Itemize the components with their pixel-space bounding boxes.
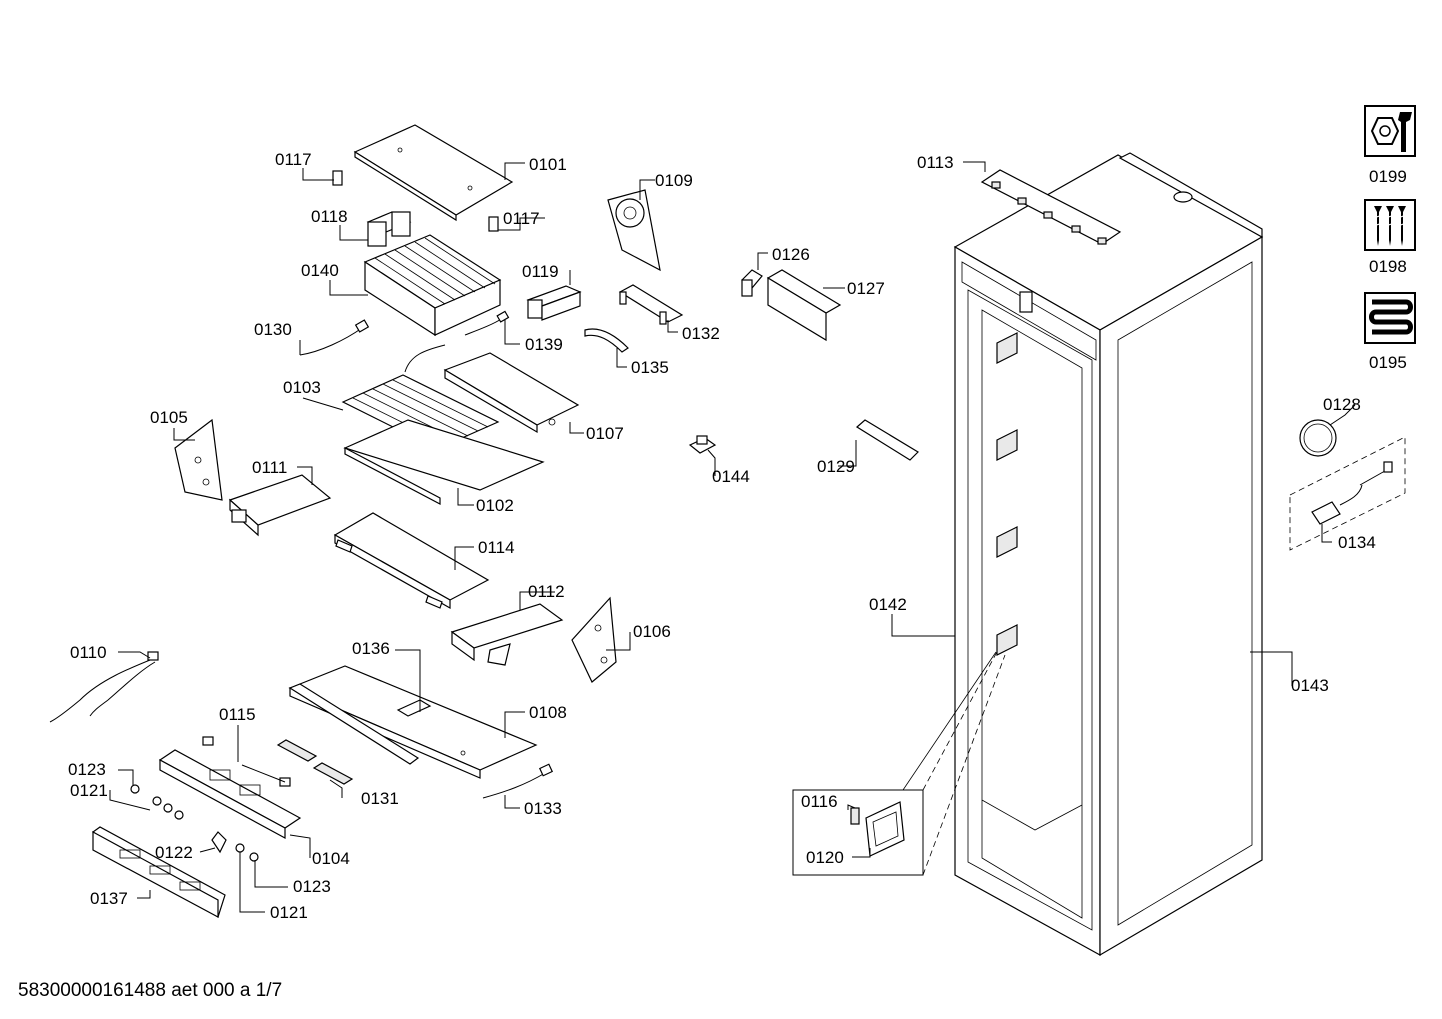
label-0121-left: 0121: [70, 781, 108, 800]
label-0131: 0131: [361, 789, 399, 808]
label-0142: 0142: [869, 595, 907, 614]
tool-kit-icon: [1364, 105, 1416, 157]
filter-0131: [276, 739, 354, 785]
cable-harness-0110: [49, 651, 159, 723]
label-0102: 0102: [476, 496, 514, 515]
label-0114: 0114: [478, 538, 515, 557]
shelf-supports: [996, 332, 1018, 656]
label-0136: 0136: [352, 639, 390, 658]
label-0126: 0126: [772, 245, 810, 264]
probe-assembly-0134: [1289, 436, 1406, 551]
label-0119: 0119: [522, 262, 559, 281]
side-bracket-0105: [174, 418, 223, 501]
label-0127: 0127: [847, 279, 885, 298]
label-0109: 0109: [655, 171, 693, 190]
label-0117-left: 0117: [275, 150, 312, 169]
label-0104: 0104: [312, 849, 350, 868]
label-0103: 0103: [283, 378, 321, 397]
heating-coil-icon: [1364, 292, 1416, 344]
strip-0129: [855, 419, 919, 461]
handle-0132: [618, 284, 684, 325]
label-0117-right: 0117: [503, 209, 540, 228]
code-0195: 0195: [1369, 353, 1407, 372]
latch-0144: [688, 435, 717, 454]
faceplate-0137: [91, 826, 226, 919]
cover-plate-0114: [333, 512, 490, 610]
label-0116: 0116: [801, 792, 838, 811]
label-0101: 0101: [529, 155, 567, 174]
control-panel-0104: [158, 749, 302, 840]
label-0105: 0105: [150, 408, 188, 427]
bracket-0135: [584, 328, 629, 353]
switch-0126: [741, 269, 763, 297]
bracket-0112: [450, 603, 564, 666]
label-0130: 0130: [254, 320, 292, 339]
label-0134: 0134: [1338, 533, 1376, 552]
label-0113: 0113: [917, 153, 954, 172]
control-box-0119: [526, 285, 582, 321]
base-tray-0108: [288, 665, 538, 779]
label-0137: 0137: [90, 889, 128, 908]
label-0123-left: 0123: [68, 760, 106, 779]
thermostat-0128: [1299, 419, 1337, 457]
sensor-0130: [299, 319, 370, 356]
drip-tray-0102: [343, 419, 545, 505]
air-duct-0107: [443, 352, 580, 434]
cabinet-housing: [953, 152, 1264, 957]
bracket-0111: [228, 474, 332, 537]
door-hinge-box: [792, 649, 1006, 876]
switch-0122: [211, 831, 227, 854]
sensor-0133: [482, 763, 554, 799]
side-bracket-0106: [571, 596, 617, 683]
code-0199: 0199: [1369, 167, 1407, 186]
label-0120: 0120: [806, 848, 844, 867]
part-labels: 0117 0101 0117 0118 0109 0140 0119 0126 …: [68, 150, 1376, 922]
label-0106: 0106: [633, 622, 671, 641]
label-0112: 0112: [528, 582, 565, 601]
label-0110: 0110: [70, 643, 107, 662]
label-0121-right: 0121: [270, 903, 308, 922]
label-0108: 0108: [529, 703, 567, 722]
sensor-0139: [464, 310, 510, 336]
knobs-0121-0123: [130, 784, 259, 862]
label-0118: 0118: [311, 207, 348, 226]
screws-icon: [1364, 199, 1416, 251]
label-0107: 0107: [586, 424, 624, 443]
label-0128: 0128: [1323, 395, 1361, 414]
leader-lines: [109, 161, 1356, 913]
label-0144: 0144: [712, 467, 750, 486]
evaporator-0140: [363, 234, 502, 337]
clip-0117-right: [488, 216, 499, 232]
clip-0117-left: [332, 170, 343, 186]
label-0122: 0122: [155, 843, 193, 862]
label-0115: 0115: [219, 705, 256, 724]
label-0123-right: 0123: [293, 877, 331, 896]
label-0129: 0129: [817, 457, 855, 476]
top-hinge-bracket-0113: [980, 169, 1122, 245]
label-0140: 0140: [301, 261, 339, 280]
label-0111: 0111: [252, 458, 287, 477]
fan-0109: [607, 189, 661, 272]
label-0133: 0133: [524, 799, 562, 818]
label-0132: 0132: [682, 324, 720, 343]
label-0139: 0139: [525, 335, 563, 354]
document-footer: 58300000161488 aet 000 a 1/7: [18, 980, 283, 1001]
label-0143: 0143: [1291, 676, 1329, 695]
clip-0118: [366, 211, 412, 247]
panel-0127: [766, 269, 842, 342]
label-0135: 0135: [631, 358, 669, 377]
code-0198: 0198: [1369, 257, 1407, 276]
top-cover-0101: [353, 124, 514, 222]
